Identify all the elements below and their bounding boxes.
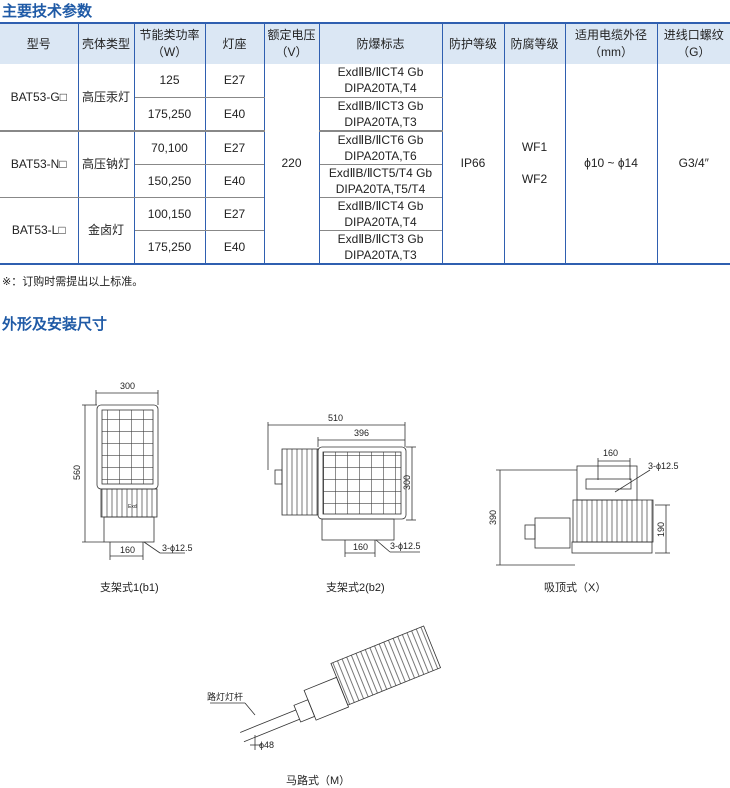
power-cell: 125: [133, 64, 206, 98]
m-pole-label: 路灯灯杆: [207, 691, 243, 702]
header-anticorrosion: 防腐等级: [503, 23, 566, 64]
caption-b1: 支架式1(b1): [100, 582, 159, 594]
section-title-specs: 主要技术参数: [2, 3, 93, 20]
b1-ex-mark: Exd: [128, 504, 137, 510]
housing-cell: 金卤灯: [77, 197, 135, 265]
b2-height-label: 300: [402, 475, 412, 490]
base-cell: E27: [204, 130, 265, 165]
base-cell: E27: [204, 197, 265, 231]
header-ex-mark: 防爆标志: [318, 23, 443, 64]
model-cell: BAT53-G□: [0, 64, 79, 132]
caption-m: 马路式（M）: [286, 775, 351, 787]
drawing-b1: [82, 390, 185, 560]
header-power: 节能类功率（W）: [133, 23, 206, 64]
drawing-b2: [267, 422, 420, 557]
base-cell: E27: [204, 64, 265, 98]
m-dia-label: ϕ48: [259, 740, 274, 750]
power-cell: 100,150: [133, 197, 206, 231]
power-cell: 70,100: [133, 130, 206, 165]
b2-inner-width-label: 396: [354, 428, 369, 438]
base-cell: E40: [204, 164, 265, 198]
header-cable: 适用电缆外径（mm）: [564, 23, 658, 64]
b2-bolt-label: 3-ϕ12.5: [390, 541, 421, 551]
power-cell: 175,250: [133, 230, 206, 265]
drawing-m: [240, 625, 442, 743]
b1-bolt-label: 3-ϕ12.5: [162, 543, 193, 553]
ip-cell: IP66: [441, 64, 505, 265]
power-cell: 175,250: [133, 97, 206, 132]
model-cell: BAT53-N□: [0, 130, 79, 198]
caption-x: 吸顶式（X）: [544, 582, 607, 594]
x-hole-label: 160: [603, 448, 618, 458]
b2-width-label: 510: [328, 413, 343, 423]
caption-b2: 支架式2(b2): [326, 582, 385, 594]
section-title-dimensions: 外形及安装尺寸: [2, 316, 108, 333]
b1-hole-label: 160: [120, 545, 135, 555]
header-ip: 防护等级: [441, 23, 505, 64]
header-thread: 进线口螺纹（G）: [656, 23, 730, 64]
header-base: 灯座: [204, 23, 265, 64]
b1-height-label: 560: [72, 465, 82, 480]
drawing-x: [496, 458, 670, 566]
table-header: 型号 壳体类型 节能类功率（W） 灯座 额定电压（V） 防爆标志 防护等级 防腐…: [0, 23, 730, 64]
voltage-cell: 220: [263, 64, 320, 265]
order-note: ※：订购时需提出以上标准。: [2, 276, 144, 288]
x-height-label: 390: [488, 510, 498, 525]
header-voltage: 额定电压（V）: [263, 23, 320, 64]
housing-cell: 高压汞灯: [77, 64, 135, 132]
model-cell: BAT53-L□: [0, 197, 79, 265]
spec-table: 型号 壳体类型 节能类功率（W） 灯座 额定电压（V） 防爆标志 防护等级 防腐…: [0, 22, 730, 265]
housing-cell: 高压钠灯: [77, 130, 135, 198]
base-cell: E40: [204, 230, 265, 265]
x-bolt-label: 3-ϕ12.5: [648, 461, 679, 471]
cable-cell: ϕ10 ~ ϕ14: [564, 64, 658, 265]
b2-hole-label: 160: [353, 542, 368, 552]
power-cell: 150,250: [133, 164, 206, 198]
base-cell: E40: [204, 97, 265, 132]
thread-cell: G3/4″: [656, 64, 730, 265]
b1-width-label: 300: [120, 381, 135, 391]
x-body-height-label: 190: [656, 522, 666, 537]
